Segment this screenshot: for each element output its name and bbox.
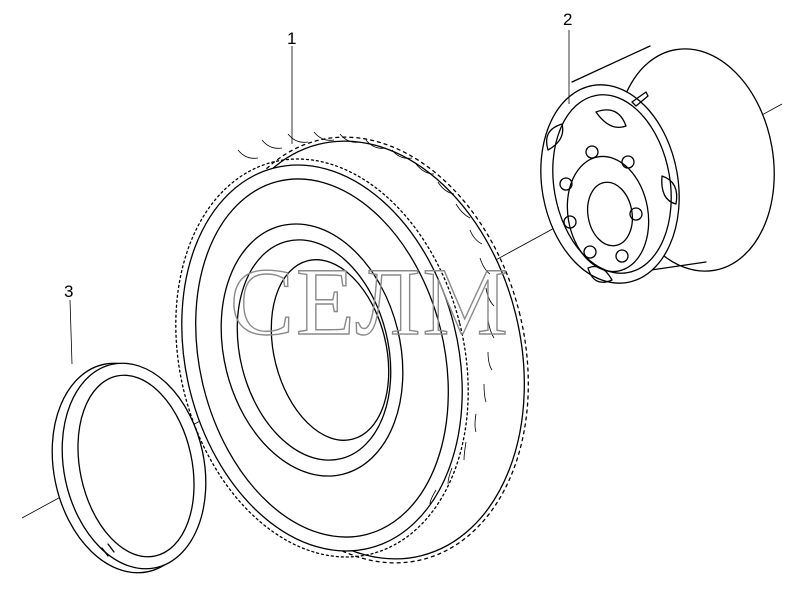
callout-1-tyre: 1 [287,29,296,48]
callout-3-lock-ring: 3 [64,282,73,301]
leader-line-3 [69,299,73,365]
lock-ring-part [51,362,207,574]
wheel-rim-part [540,45,775,284]
callout-2-wheel-rim: 2 [563,10,572,29]
watermark-text: СЕЛМ [230,248,510,355]
tyre-part [175,131,529,564]
